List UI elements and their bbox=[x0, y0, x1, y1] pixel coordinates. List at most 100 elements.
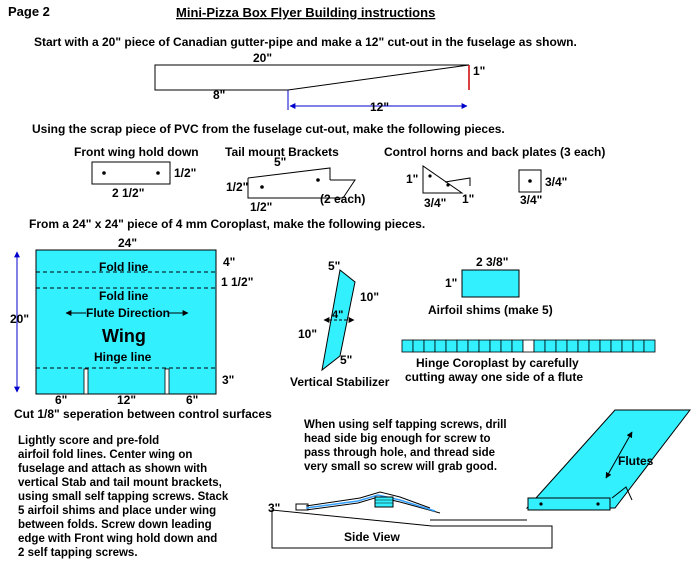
wing-mid-section-dim: 1 1/2" bbox=[221, 275, 253, 289]
page-label: Page 2 bbox=[8, 4, 50, 19]
side-view-fuselage bbox=[271, 509, 553, 549]
hinge-line-label: Hinge line bbox=[94, 350, 152, 364]
side-view-dim: 3" bbox=[268, 501, 280, 515]
cut-length-dim: 12" bbox=[370, 100, 389, 114]
fold-line-label-1: Fold line bbox=[99, 260, 149, 274]
tail-bracket-depth-dim: 1/2" bbox=[250, 200, 272, 214]
side-view-hold-down bbox=[295, 503, 309, 511]
side-view-wing-fill bbox=[305, 494, 436, 512]
hinge-flute bbox=[599, 339, 612, 353]
hinge-flute bbox=[412, 339, 425, 353]
horn-base-dim: 1" bbox=[462, 192, 474, 206]
hinge-label-line2: cutting away one side of a flute bbox=[405, 370, 583, 384]
hinge-flute bbox=[577, 339, 590, 353]
hinge-flute bbox=[445, 339, 458, 353]
airfoil-shim bbox=[461, 269, 520, 298]
step2-text: Using the scrap piece of PVC from the fu… bbox=[32, 122, 505, 136]
control-surface-gap bbox=[83, 368, 89, 395]
side-view-label: Side View bbox=[344, 530, 400, 544]
hinge-flute bbox=[456, 339, 469, 353]
hinge-flute bbox=[533, 339, 546, 353]
stabilizer-mid-dim: 4" bbox=[332, 309, 343, 321]
fuselage-start-dim: 8" bbox=[213, 88, 225, 102]
assembly-instructions: Lightly score and pre-fold airfoil fold … bbox=[18, 435, 229, 559]
fuselage-length-dim: 20" bbox=[253, 51, 272, 65]
center-elevator-dim: 12" bbox=[117, 393, 136, 407]
hinge-strip bbox=[401, 339, 656, 353]
tail-bracket-shape bbox=[247, 167, 331, 180]
flute-direction-label: Flute Direction bbox=[86, 306, 170, 320]
airfoil-label: Airfoil shims (make 5) bbox=[428, 303, 553, 317]
hinge-flute bbox=[511, 339, 524, 353]
fuselage-height-dim: 1" bbox=[473, 64, 485, 78]
tail-bracket-count: (2 each) bbox=[320, 192, 365, 206]
horn-height-dim: 1" bbox=[406, 172, 418, 186]
tail-bracket-screw bbox=[596, 502, 600, 506]
hinge-flute bbox=[500, 339, 513, 353]
hinge-flute bbox=[478, 339, 491, 353]
wing-panel bbox=[35, 249, 217, 395]
stabilizer-bottom-dim: 5" bbox=[340, 353, 352, 367]
side-view-wing-upper bbox=[305, 491, 431, 509]
control-horn-hole bbox=[428, 174, 432, 178]
control-horn-hole bbox=[446, 183, 450, 187]
airfoil-width-dim: 2 3/8" bbox=[476, 255, 508, 269]
flutes-arrow bbox=[605, 431, 633, 479]
step1-text: Start with a 20" piece of Canadian gutte… bbox=[34, 35, 577, 49]
front-hold-plate bbox=[91, 161, 171, 185]
airfoil-height-dim: 1" bbox=[445, 276, 457, 290]
hinge-flute bbox=[544, 339, 557, 353]
control-horn bbox=[422, 165, 464, 194]
flutes-label: Flutes bbox=[618, 454, 654, 468]
front-hold-hole bbox=[156, 171, 160, 175]
front-hold-width-dim: 2 1/2" bbox=[112, 186, 144, 200]
front-hold-height-dim: 1/2" bbox=[174, 166, 196, 180]
plate-height-dim: 3/4" bbox=[545, 175, 567, 189]
hinge-flute bbox=[423, 339, 436, 353]
stabilizer-label: Vertical Stabilizer bbox=[290, 375, 390, 389]
control-surface-gap bbox=[164, 368, 170, 395]
hinge-flute bbox=[467, 339, 480, 353]
stabilizer-top-dim: 5" bbox=[328, 259, 340, 273]
right-aileron-dim: 6" bbox=[186, 393, 198, 407]
stabilizer-right-dim: 10" bbox=[360, 290, 379, 304]
tail-bracket-width-dim: 5" bbox=[274, 155, 286, 169]
left-aileron-dim: 6" bbox=[55, 393, 67, 407]
wing-width-dim: 24" bbox=[118, 236, 137, 250]
back-plate-hole bbox=[528, 179, 532, 183]
fuselage-outline bbox=[154, 64, 470, 91]
cut-separation-note: Cut 1/8" seperation between control surf… bbox=[14, 407, 272, 421]
front-hold-hole bbox=[102, 171, 106, 175]
page-title: Mini-Pizza Box Flyer Building instructio… bbox=[176, 5, 435, 20]
control-horns-label: Control horns and back plates (3 each) bbox=[384, 145, 605, 159]
tail-brackets-label: Tail mount Brackets bbox=[225, 145, 339, 159]
hinge-flute bbox=[434, 339, 447, 353]
tail-bracket-hole bbox=[316, 178, 320, 182]
control-horn-base bbox=[444, 177, 471, 186]
hinge-flute bbox=[555, 339, 568, 353]
front-hold-label: Front wing hold down bbox=[74, 145, 199, 159]
hinge-label-line1: Hinge Coroplast by carefully bbox=[416, 356, 579, 370]
wing-height-dim: 20" bbox=[10, 312, 29, 326]
wing-bottom-section-dim: 3" bbox=[222, 373, 234, 387]
hinge-flute bbox=[632, 339, 645, 353]
tail-bracket-screw bbox=[539, 502, 543, 506]
wing-label: Wing bbox=[102, 326, 146, 346]
screw-note: When using self tapping screws, drill he… bbox=[304, 419, 507, 473]
wing-top-section-dim: 4" bbox=[223, 255, 235, 269]
hinge-flute bbox=[401, 339, 414, 353]
step3-text: From a 24" x 24" piece of 4 mm Coroplast… bbox=[29, 217, 425, 231]
side-view-tail-bracket bbox=[527, 497, 611, 511]
side-view-control-horn bbox=[611, 486, 633, 501]
hinge-flute bbox=[588, 339, 601, 353]
hinge-flute bbox=[489, 339, 502, 353]
side-view-airfoil-stack bbox=[374, 496, 394, 508]
hinge-flute bbox=[643, 339, 656, 353]
tail-bracket-hole bbox=[260, 185, 264, 189]
horn-width-dim: 3/4" bbox=[424, 196, 446, 210]
hinge-flute bbox=[566, 339, 579, 353]
hinge-flute bbox=[610, 339, 623, 353]
tail-bracket-shape bbox=[247, 178, 356, 199]
